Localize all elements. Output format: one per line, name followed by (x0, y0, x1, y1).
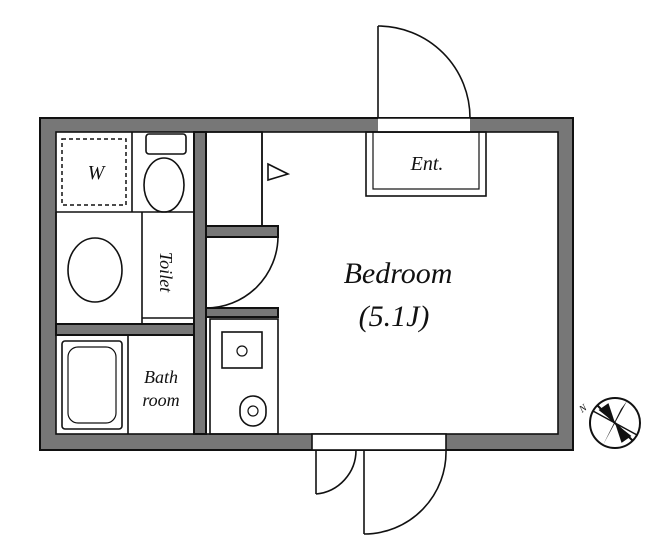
bath-label-line2: room (142, 390, 179, 410)
toilet-bowl (143, 157, 185, 213)
entrance-label: Ent. (410, 153, 444, 175)
washer-label: W (88, 162, 107, 184)
partition-walls (55, 131, 279, 435)
inner-door (205, 236, 279, 309)
entrance: Ent. (365, 25, 487, 197)
stove (239, 395, 267, 427)
kitchen-sink (221, 331, 263, 369)
closet (205, 131, 291, 227)
bedroom-area-label: (5.1J) (359, 300, 430, 333)
north-label: N (577, 402, 591, 416)
toilet-room: Toilet (55, 132, 194, 324)
kitchen (209, 318, 279, 435)
compass-icon: N (577, 397, 641, 449)
toilet-sink (67, 237, 123, 303)
bathtub (61, 340, 123, 430)
toilet-label: Toilet (156, 252, 176, 293)
bathroom: Bath room (61, 335, 180, 434)
balcony-door (311, 433, 447, 535)
washer-space: W (61, 138, 127, 206)
bedroom-label: Bedroom (344, 257, 453, 290)
bath-label-line1: Bath (144, 367, 178, 387)
